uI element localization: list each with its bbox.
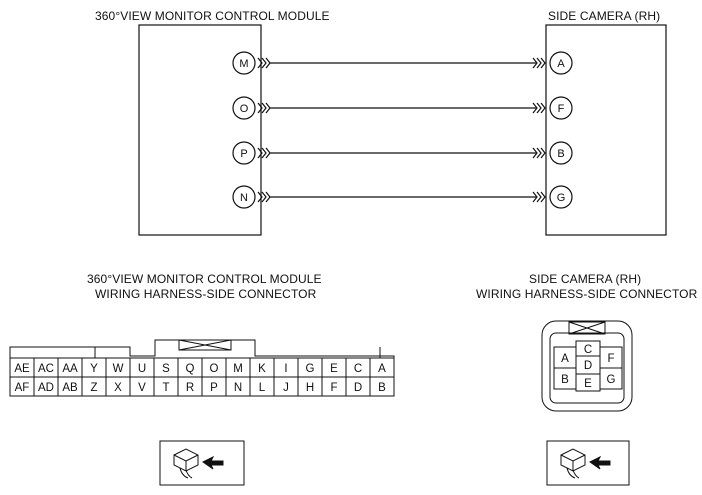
terminal-label: Q [186,363,195,375]
terminal-label: W [113,363,124,375]
terminal-label: L [259,382,266,394]
connector-view-icon [546,440,630,486]
terminal-label: T [162,382,169,394]
terminal-label: F [330,382,337,394]
terminal-label: B [378,382,386,394]
terminal-label: G [607,374,616,386]
camera-connector-title-line2: WIRING HARNESS-SIDE CONNECTOR [476,287,698,301]
terminal-label: O [210,363,219,375]
module-title: 360°VIEW MONITOR CONTROL MODULE [95,9,330,23]
pin-label: P [240,148,247,160]
terminal-label: C [354,363,362,375]
terminal-label: P [210,382,218,394]
terminal-label: N [234,382,242,394]
terminal-label: AA [62,363,78,375]
pin-label: O [240,103,249,115]
module-connector-title-line1: 360°VIEW MONITOR CONTROL MODULE [87,272,322,286]
terminal-label: K [258,363,266,375]
control-module-box [138,24,262,236]
terminal-label: F [607,353,614,365]
terminal-label: X [114,382,122,394]
terminal-label: Y [90,363,98,375]
terminal-label: M [233,363,243,375]
terminal-label: AC [38,363,54,375]
terminal-label: R [186,382,194,394]
pin-label: N [240,192,248,204]
terminal-label: A [561,353,569,365]
connector-view-icon [159,440,245,486]
module-connector [9,339,395,397]
pin-label: M [239,58,248,70]
terminal-label: AE [14,363,30,375]
terminal-label: A [378,363,386,375]
wire-n-g [232,185,573,209]
pin-label: G [557,192,566,204]
pin-label: B [557,148,564,160]
terminal-label: H [306,382,314,394]
terminal-label: J [283,382,289,394]
pin-label: A [557,58,565,70]
wire-p-b [232,141,573,165]
terminal-label: S [162,363,170,375]
terminal-label: C [584,344,592,356]
camera-connector [541,320,633,412]
terminal-label: AB [62,382,78,394]
wire-m-a [232,51,573,75]
terminal-label: Z [90,382,97,394]
terminal-label: D [584,360,592,372]
terminal-label: AD [38,382,54,394]
wire-o-f [232,96,573,120]
terminal-label: B [561,374,569,386]
terminal-label: E [330,363,338,375]
terminal-label: D [354,382,362,394]
terminal-label: I [284,363,287,375]
camera-title: SIDE CAMERA (RH) [548,9,661,23]
terminal-label: E [584,378,592,390]
side-camera-box [545,24,667,236]
terminal-label: U [138,363,146,375]
terminal-label: AF [15,382,30,394]
camera-connector-title-line1: SIDE CAMERA (RH) [529,272,642,286]
terminal-label: G [306,363,315,375]
pin-label: F [558,103,565,115]
terminal-label: V [138,382,146,394]
module-connector-title-line2: WIRING HARNESS-SIDE CONNECTOR [95,287,317,301]
